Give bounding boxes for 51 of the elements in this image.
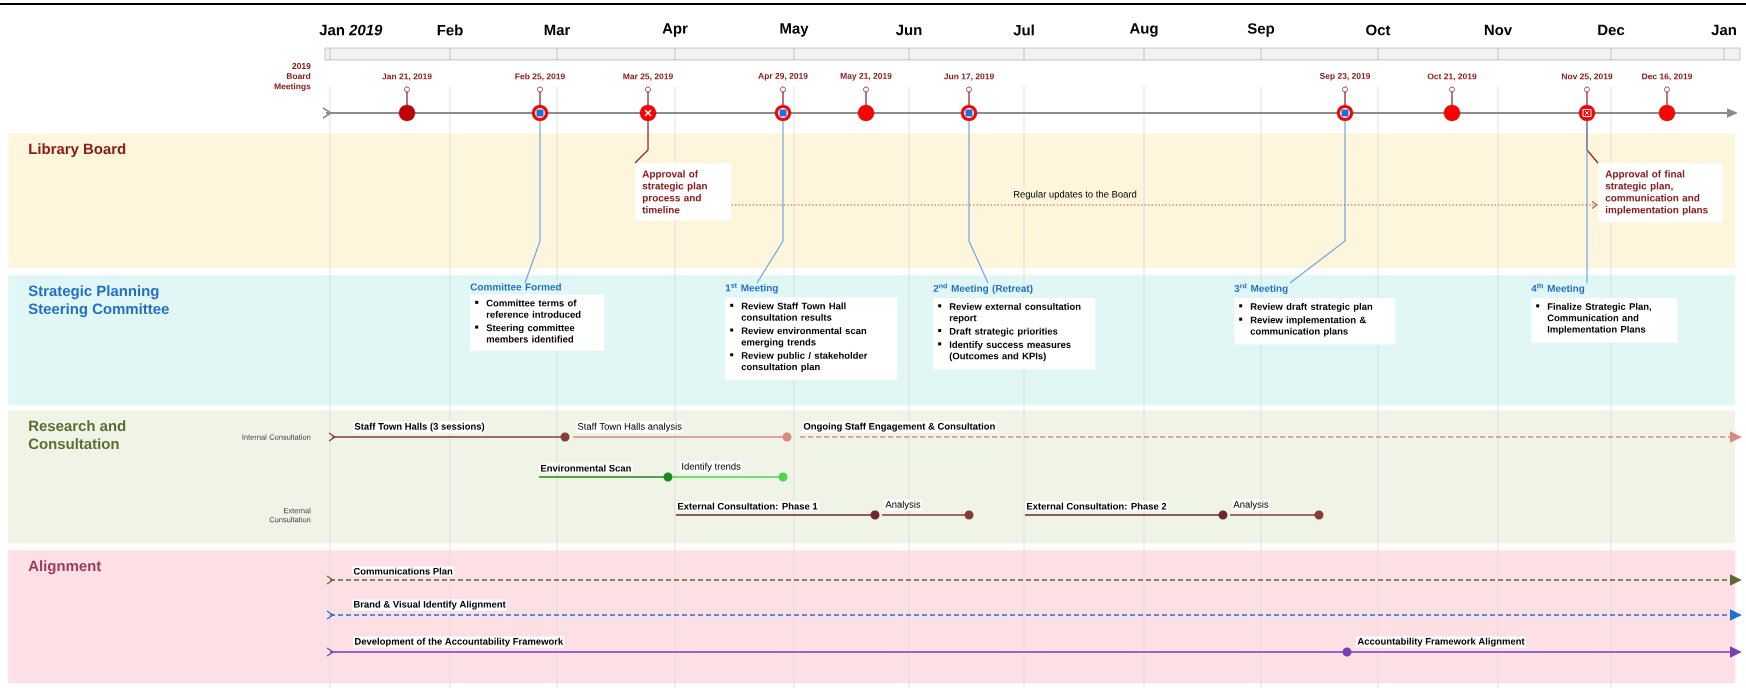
task-bar: Environmental Scan <box>538 463 673 482</box>
month-label: Feb <box>437 24 463 36</box>
task-bar: Development of the Accountability Framework <box>326 636 1352 657</box>
task-bar: External Consultation: Phase 2 <box>1024 501 1228 520</box>
meeting-heading: 1$^{st}$ Meeting <box>725 283 778 294</box>
task-bar: Accountability Framework Alignment <box>1346 636 1742 658</box>
month-label: Jun <box>895 24 922 36</box>
meeting-heading: 2$^{nd}$ Meeting (Retreat) <box>933 283 1033 294</box>
node-label: Ongoing Staff Engagement & Consultation <box>803 422 995 432</box>
task-bar: Staff Town Halls (3 sessions) <box>328 421 570 442</box>
month-label: Aug <box>1129 23 1158 37</box>
arrow <box>730 200 1598 210</box>
month-label: Sep <box>1247 23 1275 37</box>
node-label: Brand & Visual Identify Alignment <box>354 600 506 610</box>
bullet-list: Review Staff Town Hall consultation results Review environmental scan emerging trends Review public / stakeholder consultation plan <box>725 297 898 381</box>
task-bar: Analysis <box>1229 499 1324 520</box>
bullet-list: Committee terms of reference introduced Steering committee members identified <box>470 294 605 351</box>
leader-line <box>968 120 989 284</box>
month-label: Dec <box>1598 24 1625 36</box>
leader-line <box>524 120 541 284</box>
bullet-list: Review external consultation report Draft strategic priorities Identify success measures (Outcomes and KPIs) <box>933 297 1096 370</box>
node-label: Accountability Framework Alignment <box>1357 637 1525 647</box>
node-label: Communications Plan <box>353 567 453 575</box>
month-label: May <box>780 23 809 37</box>
row-label: 2019 Board Meetings <box>274 63 311 91</box>
callout-box: Approval of strategic plan process and timeline <box>635 163 732 221</box>
month-label: Jul <box>1013 24 1034 36</box>
leader-line <box>1586 120 1588 284</box>
task-bar: Communications Plan <box>326 566 1742 586</box>
leader-line <box>1289 120 1346 284</box>
task-bar: Ongoing Staff Engagement & Consultation <box>799 421 1742 443</box>
month-label: Nov <box>1484 24 1513 36</box>
meeting-heading: 4$^{th}$ Meeting <box>1531 283 1585 294</box>
month-label: Jan <box>1711 24 1736 36</box>
bullet-list: Finalize Strategic Plan, Communication and Implementation Plans <box>1531 297 1678 343</box>
task-bar: External Consultation: Phase 1 <box>675 501 880 520</box>
month-label: Mar <box>544 24 571 36</box>
meeting-heading: Committee Formed <box>470 283 561 291</box>
bullet-list: Review draft strategic plan Review implementation & communication plans <box>1234 297 1396 345</box>
leader-line <box>634 120 649 164</box>
month-label: Oct <box>1366 24 1391 36</box>
task-bar: Identify trends <box>671 461 788 482</box>
edge-label: Regular updates to the Board <box>1011 189 1139 201</box>
month-label: Jan 2019 <box>319 24 383 36</box>
task-bar: Brand & Visual Identify Alignment <box>326 599 1742 621</box>
leader-line <box>756 120 784 284</box>
meeting-heading: 3$^{rd}$ Meeting <box>1234 283 1288 294</box>
task-bar: Staff Town Halls analysis <box>572 421 792 442</box>
task-bar: Analysis <box>881 499 974 520</box>
callout-box: Approval of final strategic plan, communication and implementation plans <box>1598 163 1723 223</box>
month-label: Apr <box>662 23 688 37</box>
